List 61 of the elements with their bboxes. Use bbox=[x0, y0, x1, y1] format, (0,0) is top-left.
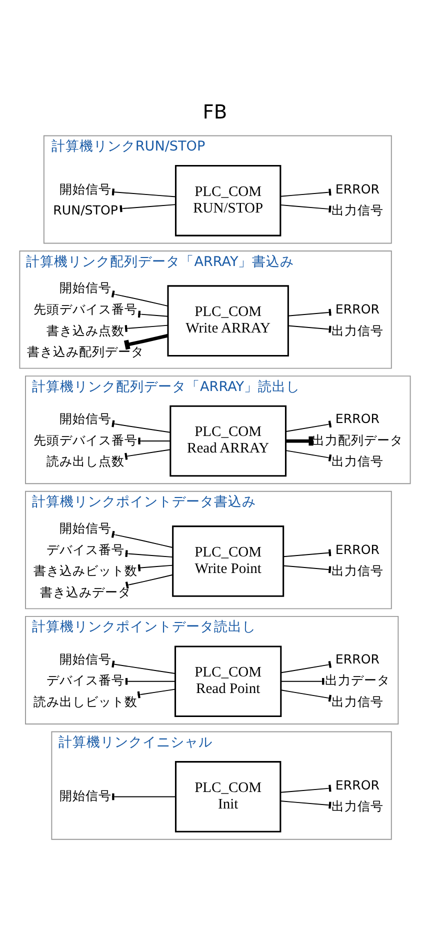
node-text: ERROR bbox=[335, 300, 380, 316]
node-text: 出力信号 bbox=[331, 453, 384, 468]
node-text: 先頭デバイス番号 bbox=[34, 300, 138, 316]
connector bbox=[124, 333, 168, 350]
node-text: 書き込みビット数 bbox=[34, 562, 138, 578]
connector bbox=[112, 188, 176, 197]
node-text: 開始信号 bbox=[60, 410, 112, 426]
node-text: デバイス番号 bbox=[46, 672, 125, 688]
connector bbox=[288, 324, 332, 332]
connector bbox=[280, 689, 332, 702]
connector bbox=[288, 308, 332, 316]
node-text: 開始信号 bbox=[60, 280, 112, 295]
connector bbox=[125, 574, 173, 588]
connector bbox=[124, 448, 171, 460]
node-text: ERROR bbox=[335, 650, 380, 666]
connector bbox=[286, 436, 314, 446]
node-text: 書き込み配列データ bbox=[27, 344, 144, 359]
connector bbox=[280, 188, 332, 196]
node-box: PLC_COM RUN/STOP bbox=[174, 164, 282, 236]
connector bbox=[280, 660, 332, 673]
node-text: 読み出し点数 bbox=[46, 453, 125, 468]
node-text: 出力データ bbox=[324, 672, 390, 688]
connector bbox=[119, 204, 176, 212]
node-text: 出力信号 bbox=[331, 798, 384, 814]
node-text: 出力配列データ bbox=[312, 432, 403, 447]
node-text: 出力信号 bbox=[331, 322, 384, 338]
node-text: 先頭デバイス番号 bbox=[34, 432, 138, 447]
connector bbox=[112, 660, 176, 674]
node-text: 出力信号 bbox=[331, 202, 384, 218]
node-text: 書き込み点数 bbox=[46, 322, 125, 338]
node-box: PLC_COM Read Point bbox=[174, 645, 282, 717]
connector bbox=[280, 204, 332, 212]
connector bbox=[112, 792, 176, 800]
node-box: PLC_COM Read ARRAY bbox=[170, 404, 287, 476]
connector bbox=[124, 324, 168, 332]
node-text: ERROR bbox=[335, 776, 380, 792]
connector bbox=[283, 564, 332, 573]
node-text: 書き込みデータ bbox=[40, 584, 132, 599]
diagram-title: FB bbox=[202, 100, 228, 123]
connector bbox=[124, 550, 174, 558]
node-text: 開始信号 bbox=[60, 650, 112, 666]
node-text: 開始信号 bbox=[60, 788, 112, 803]
node-text: 開始信号 bbox=[60, 520, 112, 536]
connector bbox=[286, 450, 332, 461]
node-text: RUN/STOP bbox=[53, 202, 118, 218]
node-box: PLC_COM Init bbox=[174, 760, 282, 832]
node-text: ERROR bbox=[335, 541, 380, 556]
connector bbox=[138, 437, 171, 444]
node-text: デバイス番号 bbox=[46, 541, 125, 556]
node-text: 出力信号 bbox=[331, 562, 384, 578]
connector bbox=[112, 420, 171, 432]
connector bbox=[111, 530, 173, 548]
node-box: PLC_COM Write Point bbox=[172, 525, 284, 596]
node-text: 出力信号 bbox=[331, 694, 384, 709]
node-text: ERROR bbox=[335, 410, 380, 426]
connector bbox=[286, 420, 332, 432]
node-box: PLC_COM Write ARRAY bbox=[167, 284, 289, 356]
node-text: 開始信号 bbox=[60, 180, 112, 196]
node-text: ERROR bbox=[335, 180, 380, 196]
connector bbox=[280, 800, 332, 808]
node-text: 読み出しビット数 bbox=[34, 694, 138, 709]
